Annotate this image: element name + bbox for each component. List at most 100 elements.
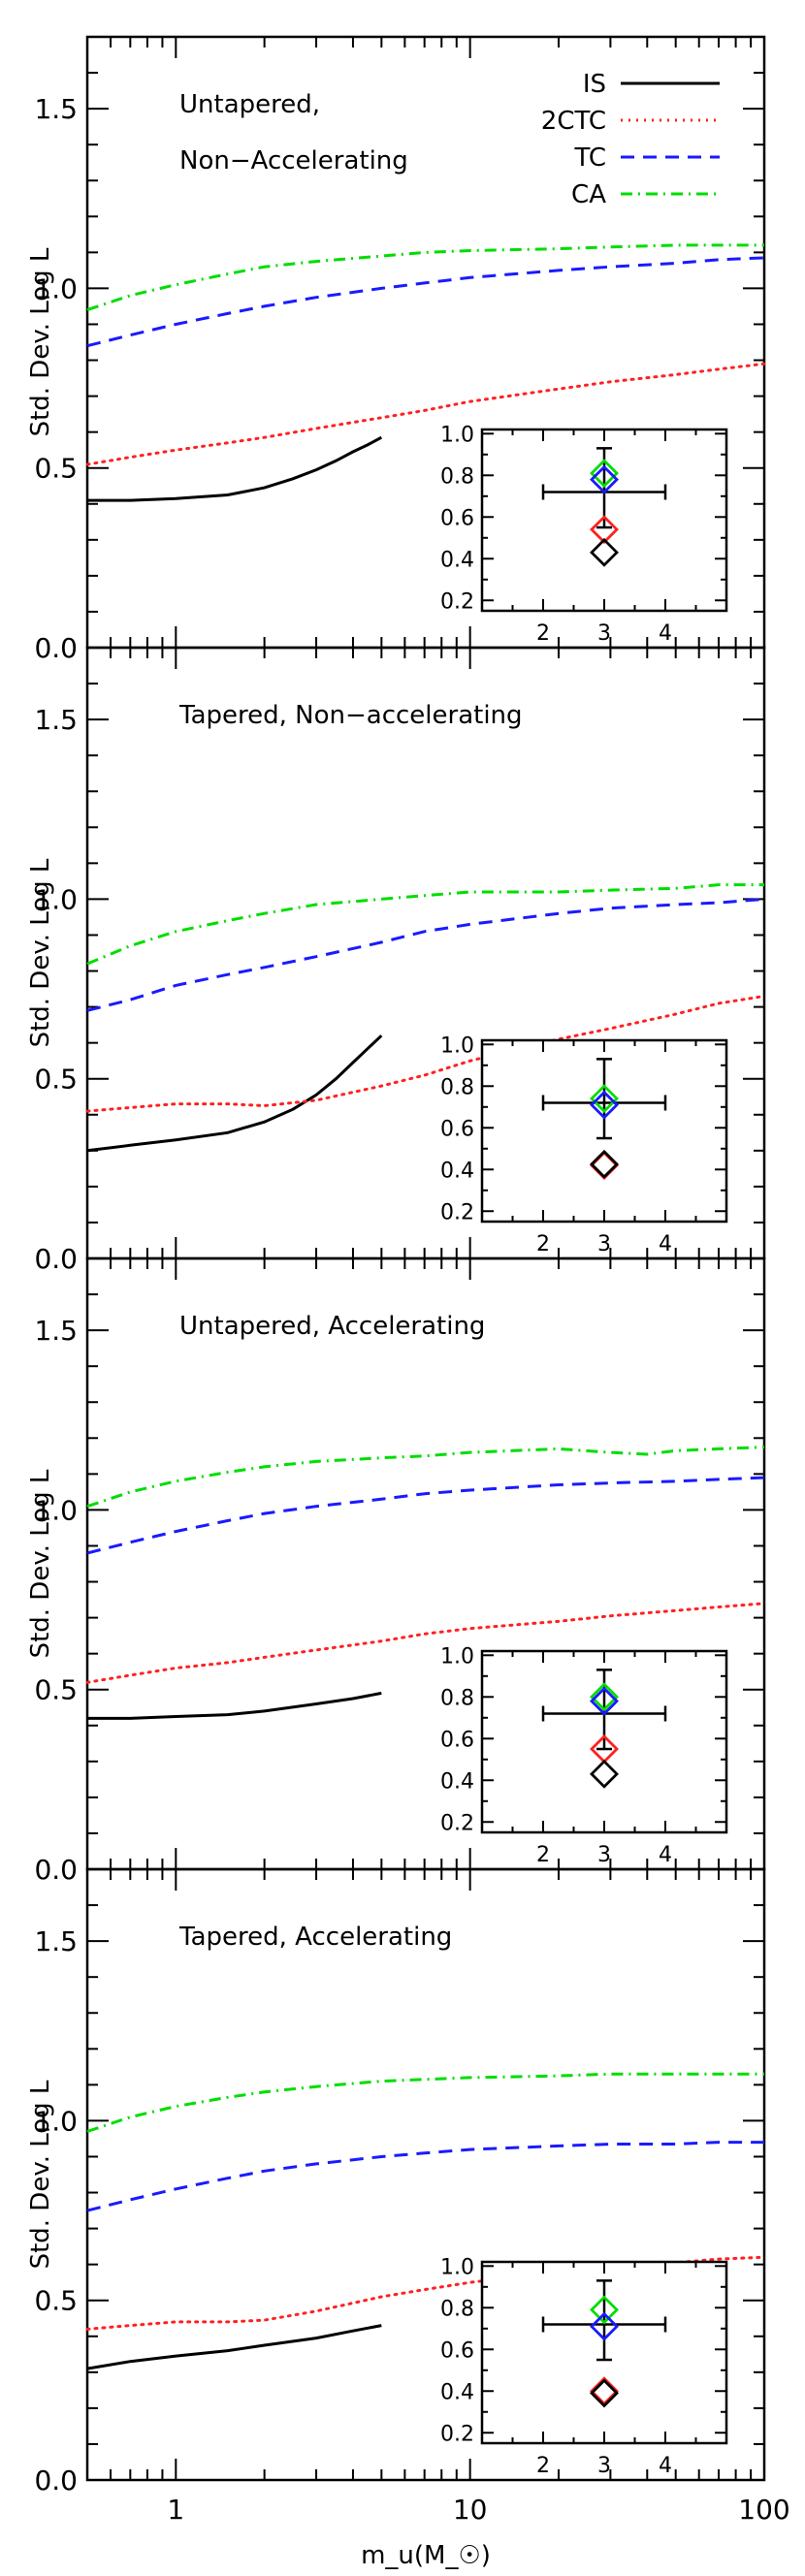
inset-x-tick-label: 4 xyxy=(659,621,672,646)
y-tick-label: 0.0 xyxy=(34,1854,78,1886)
inset-diamond-ca xyxy=(590,1084,619,1114)
x-ticks xyxy=(86,648,765,1258)
y-ticks: 0.00.51.01.5 xyxy=(34,36,764,664)
series-line-2ctc xyxy=(85,1602,766,1684)
y-tick-label: 0.5 xyxy=(34,1064,78,1096)
inset-diamond-is xyxy=(590,537,619,567)
inset-x-tick-label: 2 xyxy=(536,1843,550,1867)
inset-y-tick-label: 0.2 xyxy=(440,1811,474,1835)
series-lines xyxy=(85,1446,766,1720)
inset-diamond-ca xyxy=(590,1682,619,1712)
inset-y-tick-label: 0.2 xyxy=(440,1200,474,1224)
inset-y-tick-label: 0.4 xyxy=(440,1159,474,1183)
series-line-ca xyxy=(86,883,764,966)
y-axis-label: Std. Dev. Log L xyxy=(26,2080,55,2269)
y-tick-label: 0.5 xyxy=(34,1674,78,1706)
y-tick-label: 1.0 xyxy=(34,272,78,304)
inset-y-tick-label: 1.0 xyxy=(440,1034,474,1058)
panel-title: Untapered, Accelerating xyxy=(179,1312,485,1341)
inset-x-tick-label: 2 xyxy=(536,621,550,646)
inset-y-tick-label: 0.6 xyxy=(440,2338,474,2363)
y-tick-label: 1.5 xyxy=(34,1925,78,1957)
inset-x-tick-label: 2 xyxy=(536,2454,550,2478)
inset-y-tick-label: 0.8 xyxy=(440,464,474,489)
series-line-tc xyxy=(86,2141,764,2212)
y-tick-label: 1.5 xyxy=(34,1315,78,1347)
series-line-tc xyxy=(86,897,765,1012)
inset-y-tick-label: 0.4 xyxy=(440,1769,474,1794)
inset-y-tick-label: 0.2 xyxy=(440,2422,474,2446)
series-lines xyxy=(85,243,766,502)
plot-frame xyxy=(85,1867,766,2482)
inset-y-tick-label: 0.2 xyxy=(440,589,474,614)
x-axis-label: m_u(M_☉) xyxy=(361,2541,491,2570)
series-line-is xyxy=(87,435,383,502)
series-line-ca xyxy=(86,243,764,312)
panel-title: Non−Accelerating xyxy=(179,146,408,175)
inset-y-tick-label: 0.4 xyxy=(440,2380,474,2404)
legend-label-2ctc: 2CTC xyxy=(541,107,606,136)
y-tick-label: 1.5 xyxy=(34,704,78,736)
inset-diamond-ca xyxy=(590,459,619,489)
inset-x-tick-label: 4 xyxy=(659,1843,672,1867)
y-tick-label: 1.0 xyxy=(34,2105,78,2137)
inset-y-tick-label: 0.4 xyxy=(440,548,474,572)
inset-y-tick-label: 0.6 xyxy=(440,506,474,530)
y-ticks: 0.0 0.5 1.0 1.5 xyxy=(34,1257,764,1886)
y-tick-label: 0.5 xyxy=(34,2285,78,2317)
series-line-2ctc xyxy=(85,362,766,466)
inset-y-tick-label: 0.6 xyxy=(440,1117,474,1141)
inset-diamond-2ctc xyxy=(590,515,619,545)
series-line-tc xyxy=(86,256,765,348)
inset: 2 3 4 0.2 0.4 0.6 0.8 1.0 xyxy=(440,423,728,646)
panel-title: Tapered, Accelerating xyxy=(178,1923,452,1952)
y-tick-label: 0.0 xyxy=(34,2465,78,2496)
series-line-is xyxy=(86,1034,383,1153)
inset-y-tick-label: 1.0 xyxy=(440,1644,474,1669)
series-line-tc xyxy=(86,1476,765,1555)
inset-x-tick-label: 3 xyxy=(597,1232,611,1256)
x-tick-label: 1 xyxy=(167,2494,184,2526)
series-lines xyxy=(85,883,766,1153)
inset-y-tick-label: 0.6 xyxy=(440,1728,474,1752)
y-tick-label: 1.5 xyxy=(34,93,78,125)
inset-y-tick-label: 0.8 xyxy=(440,1075,474,1099)
inset-y-tick-label: 0.8 xyxy=(440,2297,474,2321)
series-line-2ctc xyxy=(85,995,766,1113)
x-axis: 1 10 100 m_u(M_☉) xyxy=(167,2494,789,2570)
series-line-is xyxy=(87,1691,382,1720)
inset-x-tick-label: 3 xyxy=(597,621,611,646)
y-tick-label: 1.0 xyxy=(34,883,78,915)
panel-title: Untapered, xyxy=(179,90,320,119)
inset-diamond-ca xyxy=(590,2295,619,2325)
series-line-ca xyxy=(86,1446,765,1509)
inset-diamond-is xyxy=(590,1149,619,1179)
inset-diamond-is xyxy=(590,2378,619,2408)
series-line-is xyxy=(86,2324,382,2370)
y-axis-label: Std. Dev. Log L xyxy=(26,858,55,1047)
x-tick-label: 10 xyxy=(453,2494,488,2526)
inset-diamond-2ctc xyxy=(590,2376,619,2406)
inset-diamond-tc xyxy=(590,1090,619,1120)
inset-errorbar xyxy=(541,2279,667,2362)
inset-x-tick-label: 3 xyxy=(597,2454,611,2478)
inset-diamond-tc xyxy=(590,464,619,494)
inset-x-tick-label: 2 xyxy=(536,1232,550,1256)
y-tick-label: 1.0 xyxy=(34,1494,78,1526)
x-ticks xyxy=(86,37,765,648)
y-axis-label: Std. Dev. Log L xyxy=(26,1469,55,1658)
x-tick-label: 100 xyxy=(738,2494,789,2526)
inset-y-tick-label: 1.0 xyxy=(440,423,474,447)
series-line-ca xyxy=(86,2072,764,2133)
y-ticks: 0.0 0.5 1.0 1.5 xyxy=(34,1868,764,2496)
y-axis-label: Std. Dev. Log L xyxy=(26,247,55,436)
legend-label-tc: TC xyxy=(573,143,606,173)
